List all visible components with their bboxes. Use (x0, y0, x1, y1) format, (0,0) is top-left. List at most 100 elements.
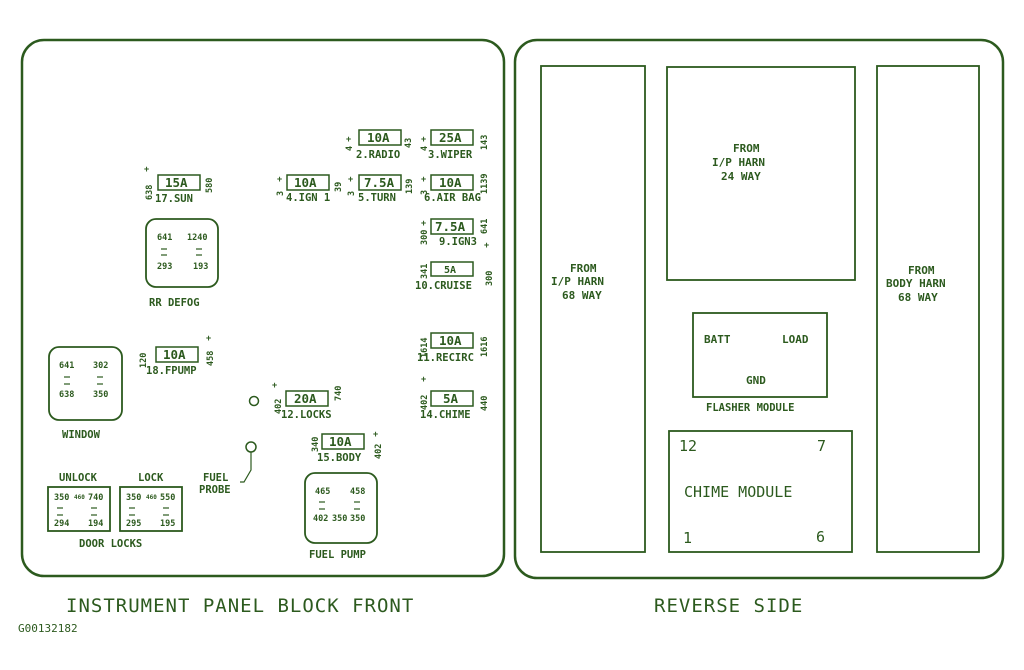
svg-text:740: 740 (88, 493, 103, 503)
svg-text:295: 295 (126, 519, 141, 529)
connector-ip-harn-68: FROM I/P HARN 68 WAY (540, 65, 646, 553)
svg-text:341: 341 (420, 264, 430, 279)
svg-text:+: + (421, 135, 426, 145)
svg-text:350: 350 (332, 514, 347, 524)
svg-text:GND: GND (746, 374, 766, 387)
svg-text:+: + (348, 175, 353, 185)
svg-text:7.5A: 7.5A (435, 219, 466, 234)
relay-rr-defog: 641 1240 293 193 RR DEFOG (145, 218, 219, 309)
svg-text:440: 440 (480, 396, 490, 411)
svg-text:10A: 10A (163, 347, 186, 362)
fuse-chime: 5A 14.CHIME + 402 440 (420, 375, 490, 421)
svg-text:3: 3 (276, 191, 286, 196)
svg-text:6: 6 (816, 528, 825, 546)
svg-text:5A: 5A (444, 265, 456, 276)
fuse-body: 10A 15.BODY 340 402 + (311, 430, 384, 464)
svg-text:139: 139 (405, 179, 415, 194)
svg-text:+: + (421, 175, 426, 185)
svg-text:7.5A: 7.5A (364, 175, 395, 190)
svg-text:25A: 25A (439, 130, 462, 145)
svg-text:FROM: FROM (570, 262, 597, 275)
svg-text:7: 7 (817, 437, 826, 455)
svg-text:68 WAY: 68 WAY (562, 289, 602, 302)
svg-text:+: + (206, 334, 211, 344)
svg-text:1614: 1614 (420, 338, 430, 358)
svg-text:I/P HARN: I/P HARN (712, 156, 765, 169)
flasher-module: BATT LOAD GND FLASHER MODULE (692, 312, 828, 414)
relay-window: 641 302 638 350 WINDOW (48, 346, 123, 441)
svg-text:350: 350 (126, 493, 141, 503)
svg-text:3: 3 (347, 191, 357, 196)
svg-text:465: 465 (315, 487, 330, 497)
svg-text:10A: 10A (329, 434, 352, 449)
svg-text:FUEL PUMP: FUEL PUMP (309, 549, 366, 561)
door-locks-label: DOOR LOCKS (79, 538, 142, 550)
svg-text:194: 194 (88, 519, 103, 529)
svg-text:20A: 20A (294, 391, 317, 406)
svg-text:9.IGN3: 9.IGN3 (439, 236, 477, 248)
fuse-locks: 20A 12.LOCKS + 402 740 (272, 381, 344, 421)
front-caption: INSTRUMENT PANEL BLOCK FRONT (66, 595, 414, 617)
svg-text:638: 638 (59, 390, 74, 400)
relay-lock: LOCK 350 460 550 295 195 (119, 472, 183, 532)
svg-text:10A: 10A (367, 130, 390, 145)
fuse-sun: 15A 17.SUN + 638 580 (144, 165, 215, 205)
connector-body-harn-68: FROM BODY HARN 68 WAY (876, 65, 980, 553)
svg-text:143: 143 (480, 135, 490, 150)
fuse-airbag: 10A 6.AIR BAG + 3 1139 (420, 174, 490, 204)
svg-text:FROM: FROM (733, 142, 760, 155)
reverse-panel-outline (513, 38, 1005, 580)
svg-text:402: 402 (420, 395, 430, 410)
fuse-recirc: 10A 11.RECIRC 1614 1616 (417, 332, 490, 364)
svg-text:4.IGN 1: 4.IGN 1 (286, 192, 330, 204)
svg-text:458: 458 (350, 487, 365, 497)
svg-text:3.WIPER: 3.WIPER (428, 149, 473, 161)
svg-text:+: + (421, 375, 426, 385)
fuse-fpump: 10A 18.FPUMP 120 + 458 (139, 334, 216, 377)
svg-text:641: 641 (157, 233, 172, 243)
svg-text:458: 458 (206, 351, 216, 366)
svg-text:402: 402 (374, 444, 384, 459)
svg-text:15A: 15A (165, 175, 188, 190)
svg-text:12: 12 (679, 437, 697, 455)
svg-text:641: 641 (480, 219, 490, 234)
svg-text:10A: 10A (439, 333, 462, 348)
svg-text:4: 4 (345, 146, 355, 151)
svg-text:740: 740 (334, 386, 344, 401)
svg-text:11.RECIRC: 11.RECIRC (417, 352, 474, 364)
svg-text:1240: 1240 (187, 233, 207, 243)
svg-text:CHIME MODULE: CHIME MODULE (684, 483, 792, 501)
connector-ip-harn-24: FROM I/P HARN 24 WAY (666, 66, 856, 281)
svg-text:+: + (144, 165, 149, 175)
svg-text:402: 402 (274, 399, 284, 414)
svg-text:+: + (277, 175, 282, 185)
svg-text:FROM: FROM (908, 264, 935, 277)
fuse-ign1: 10A 4.IGN 1 + 3 39 (276, 174, 344, 204)
svg-text:12.LOCKS: 12.LOCKS (281, 409, 332, 421)
svg-text:BATT: BATT (704, 333, 731, 346)
svg-text:460: 460 (74, 494, 85, 501)
svg-text:402: 402 (313, 514, 328, 524)
svg-text:17.SUN: 17.SUN (155, 193, 193, 205)
svg-text:+: + (373, 430, 378, 440)
front-panel-outline (20, 38, 506, 578)
svg-text:4: 4 (420, 146, 430, 151)
chime-module: 12 7 CHIME MODULE 1 6 (668, 430, 853, 553)
relay-fuel-pump: 465 458 402 350 350 FUEL PUMP (304, 472, 378, 561)
fuse-ign3: 7.5A 9.IGN3 + 300 641 (420, 218, 490, 248)
svg-text:6.AIR BAG: 6.AIR BAG (424, 192, 481, 204)
svg-text:10A: 10A (439, 175, 462, 190)
svg-text:350: 350 (350, 514, 365, 524)
svg-text:24 WAY: 24 WAY (721, 170, 761, 183)
svg-text:294: 294 (54, 519, 69, 529)
fuse-turn: 7.5A 5.TURN + 3 139 (347, 174, 415, 204)
svg-text:10.CRUISE: 10.CRUISE (415, 280, 472, 292)
mounting-hole (248, 395, 260, 407)
fuel-probe-hole (245, 441, 257, 453)
fuel-probe-label-1: FUEL (203, 472, 228, 484)
svg-text:3: 3 (420, 190, 430, 195)
svg-text:460: 460 (146, 494, 157, 501)
svg-text:641: 641 (59, 361, 74, 371)
svg-text:WINDOW: WINDOW (62, 429, 101, 441)
svg-text:350: 350 (93, 390, 108, 400)
